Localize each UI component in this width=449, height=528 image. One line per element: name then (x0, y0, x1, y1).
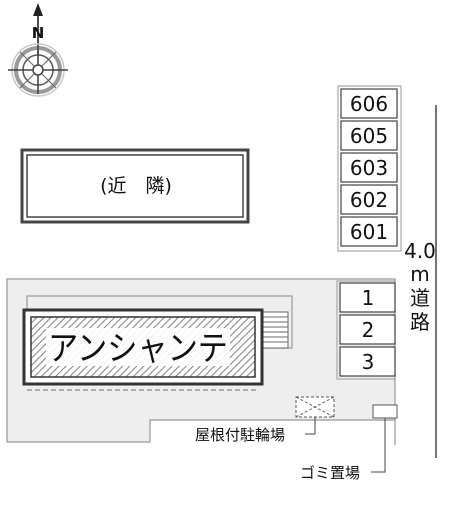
parking-space-606: 606 (340, 88, 398, 119)
parking-space-603: 603 (340, 152, 398, 183)
road-width-label: 4.0 (404, 239, 436, 263)
svg-text:601: 601 (350, 220, 388, 244)
offsite-parking: 606 605 603 602 601 (337, 85, 402, 252)
staircase-icon (261, 311, 289, 349)
north-label: N (32, 24, 45, 42)
parking-space-2: 2 (339, 314, 396, 345)
bike-parking-label: 屋根付駐輪場 (195, 426, 285, 444)
garbage-label: ゴミ置場 (300, 464, 360, 482)
parking-space-602: 602 (340, 184, 398, 215)
bike-parking: 屋根付駐輪場 (195, 396, 335, 444)
svg-text:603: 603 (350, 156, 388, 180)
compass-rose-icon (8, 43, 68, 97)
building-name: アンシャンテ (48, 329, 228, 369)
neighbor-building: (近 隣) (20, 148, 250, 224)
svg-text:2: 2 (362, 318, 375, 342)
parking-space-1: 1 (339, 282, 396, 313)
onsite-parking: 1 2 3 (336, 280, 396, 380)
road: 4.0 m 道 路 (404, 105, 437, 458)
main-building: アンシャンテ (22, 308, 264, 386)
svg-text:606: 606 (350, 92, 388, 116)
road-label-char-2: 路 (410, 310, 430, 334)
neighbor-label: (近 隣) (100, 175, 172, 197)
road-label-char-1: 道 (410, 286, 430, 310)
parking-space-605: 605 (340, 120, 398, 151)
garbage-leader-line (371, 418, 386, 473)
svg-text:3: 3 (362, 350, 375, 374)
parking-space-601: 601 (340, 216, 398, 247)
bike-parking-leader-line (305, 417, 316, 435)
svg-text:1: 1 (362, 286, 375, 310)
svg-text:602: 602 (350, 188, 388, 212)
parking-space-3: 3 (339, 346, 396, 377)
road-unit-label: m (410, 262, 429, 286)
svg-text:605: 605 (350, 124, 388, 148)
garbage-area: ゴミ置場 (300, 404, 398, 482)
garbage-area-icon (372, 404, 398, 419)
compass: N (8, 3, 68, 97)
